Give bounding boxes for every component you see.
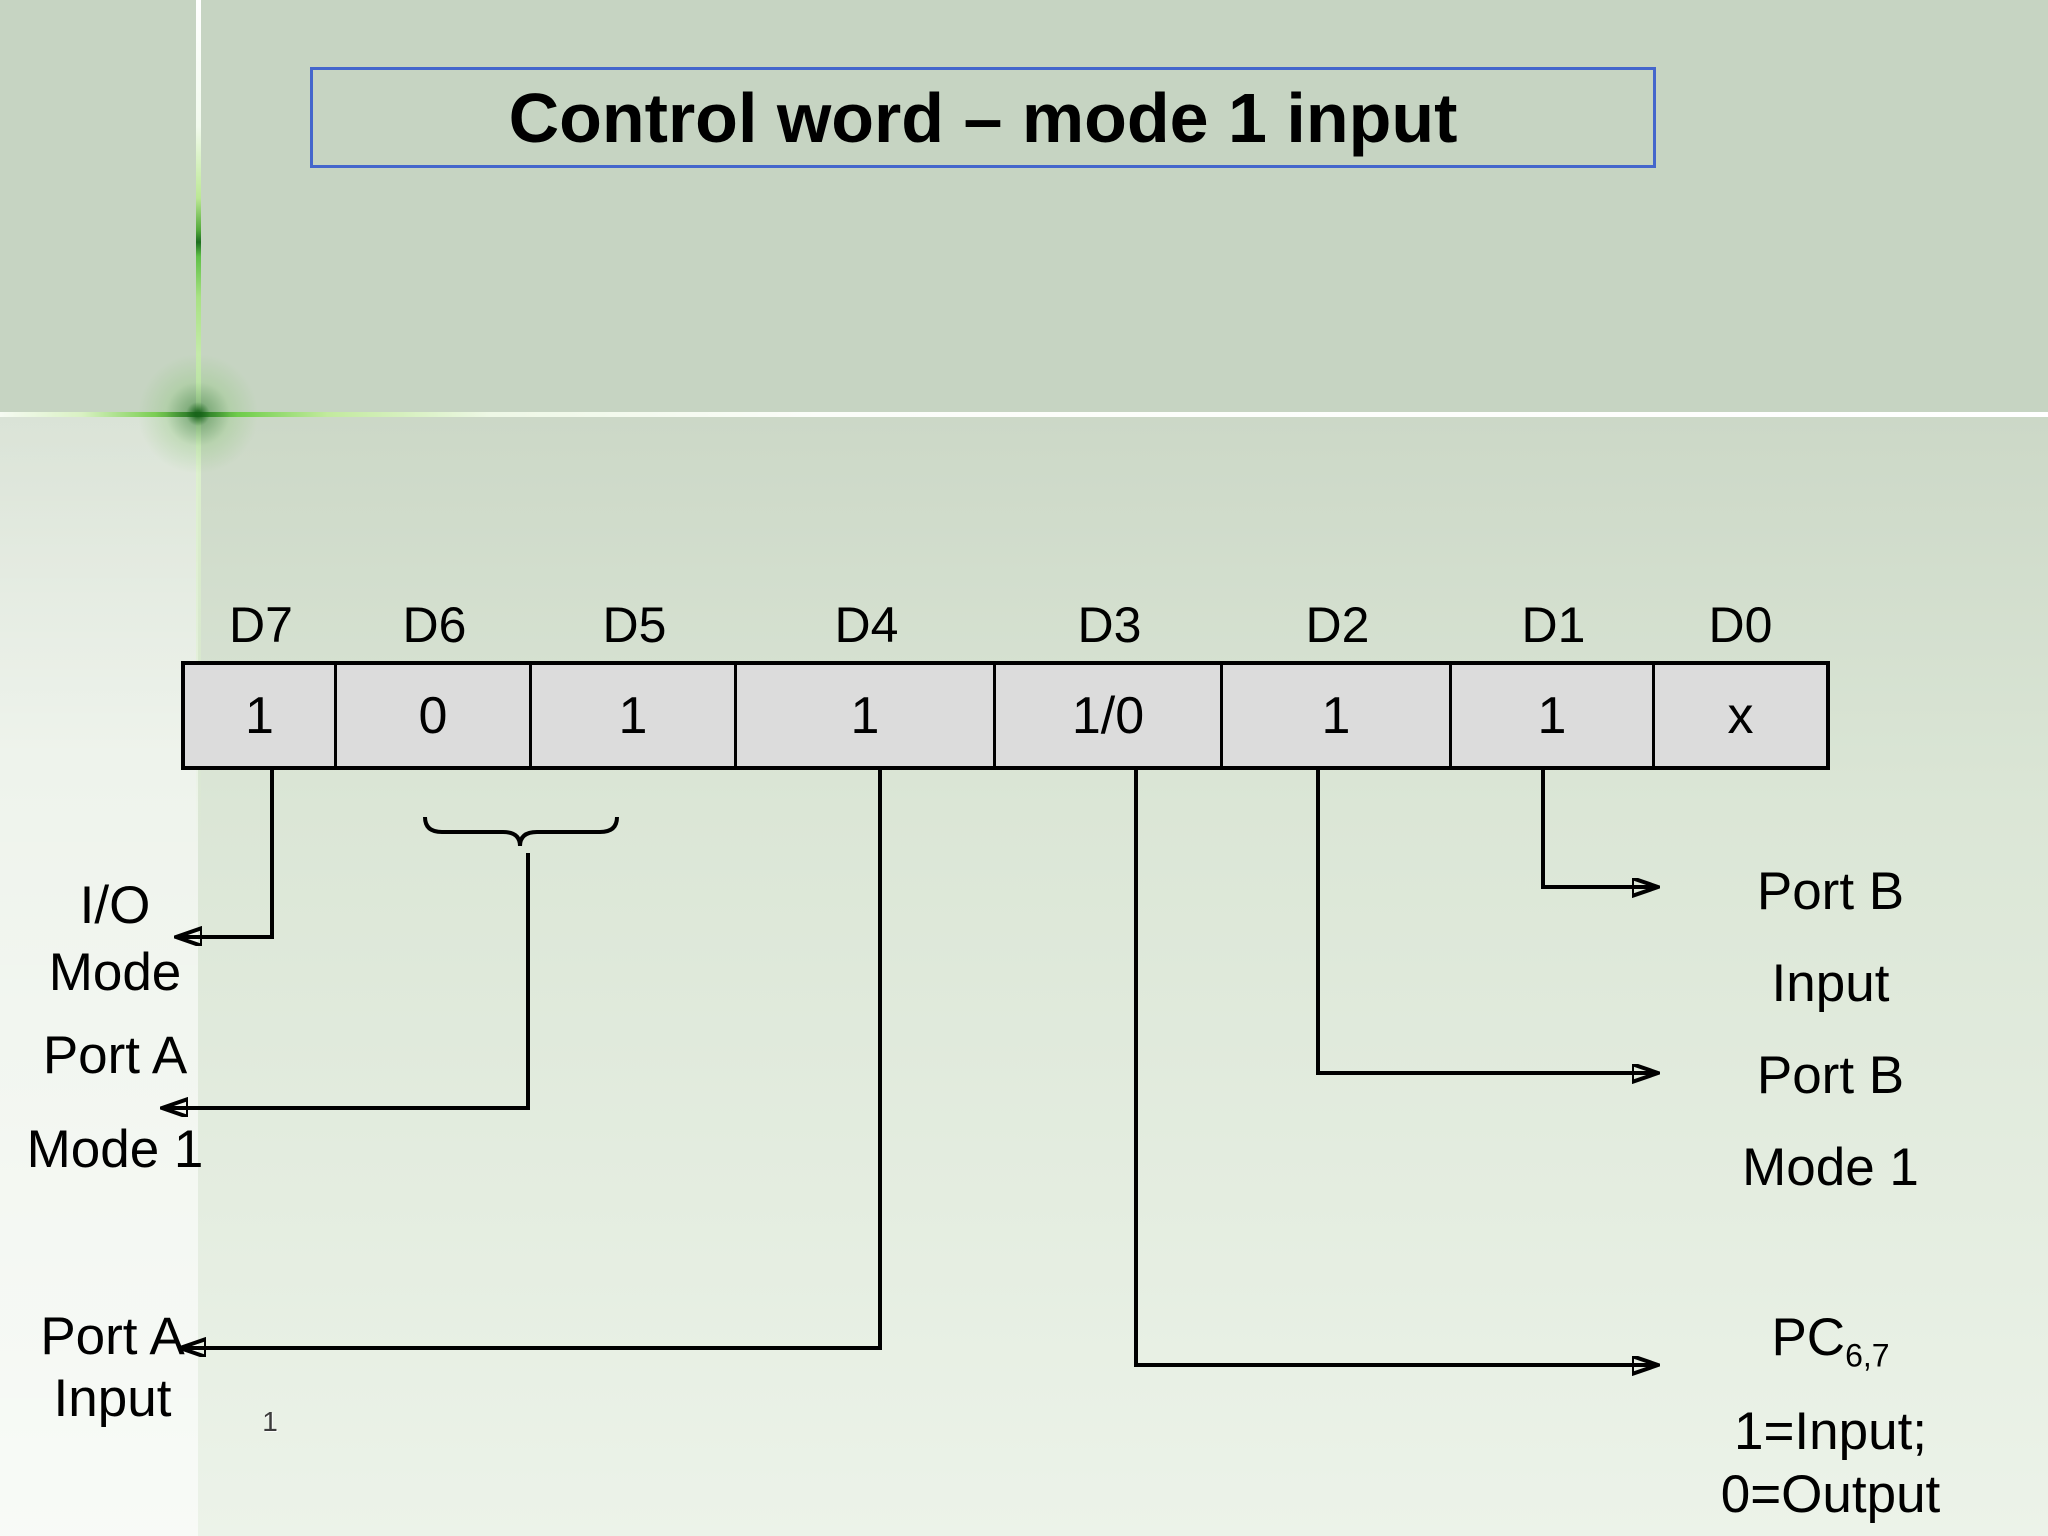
bit-cell-d0: x <box>1655 665 1826 766</box>
bit-label-d3: D3 <box>1077 597 1142 653</box>
slide-page-number: 1 <box>262 1406 278 1437</box>
decor-horizontal-axis-line <box>0 412 2048 417</box>
label-port-b-input-line1: Port B <box>1756 862 1905 921</box>
label-port-b-mode-line1: Port B <box>1756 1046 1905 1105</box>
label-port-b-input: Port B Input <box>1688 846 1973 1030</box>
connector-d2-port-b-mode <box>1316 770 1658 1073</box>
label-port-b-input-line2: Input <box>1771 954 1890 1013</box>
label-pc67-legend: 1=Input; 0=Output <box>1688 1400 1973 1526</box>
control-word-register: 1 0 1 1 1/0 1 1 x <box>181 661 1830 770</box>
label-port-a-input-line1: Port A <box>40 1307 185 1366</box>
label-io-mode-line1: I/O <box>79 876 151 935</box>
label-pc67-base: PC <box>1771 1308 1846 1367</box>
bit-cell-d6: 0 <box>337 665 532 766</box>
connector-d7-io-mode <box>176 770 274 937</box>
slide-title-box: Control word – mode 1 input <box>310 67 1656 168</box>
bit-label-d0: D0 <box>1708 597 1773 653</box>
label-port-a-input: Port A Input <box>15 1306 210 1430</box>
label-pc67-subscript: 6,7 <box>1845 1337 1890 1374</box>
bit-cell-d2: 1 <box>1223 665 1452 766</box>
connector-d65-port-a-mode <box>162 853 530 1108</box>
bit-cell-d1: 1 <box>1452 665 1655 766</box>
bit-cell-d7: 1 <box>185 665 337 766</box>
connector-d3-pc67 <box>1134 770 1658 1365</box>
bit-cell-d3: 1/0 <box>996 665 1223 766</box>
decor-axis-cross-glow <box>118 334 278 494</box>
bit-label-d6: D6 <box>402 597 467 653</box>
label-port-a-mode-line2: Mode 1 <box>26 1120 204 1179</box>
label-io-mode-line2: Mode <box>48 943 182 1002</box>
bit-cell-d5: 1 <box>532 665 737 766</box>
bit-label-d7: D7 <box>229 597 293 653</box>
connector-d4-port-a-input <box>180 770 882 1348</box>
bit-cell-d4: 1 <box>737 665 996 766</box>
background-left-strip <box>0 415 198 1536</box>
bit-label-d1: D1 <box>1521 597 1586 653</box>
label-pc67-legend-line1: 1=Input; <box>1733 1402 1928 1461</box>
bit-label-d2: D2 <box>1305 597 1370 653</box>
connector-d1-port-b-input <box>1541 770 1658 887</box>
bit-label-d5: D5 <box>602 597 667 653</box>
label-port-a-input-line2: Input <box>53 1369 172 1428</box>
label-pc67-legend-line2: 0=Output <box>1720 1465 1941 1524</box>
label-pc67: PC6,7 <box>1688 1308 1973 1372</box>
label-port-b-mode-line2: Mode 1 <box>1742 1138 1919 1197</box>
slide-title: Control word – mode 1 input <box>508 78 1458 157</box>
bit-label-d4: D4 <box>834 597 899 653</box>
label-io-mode: I/O Mode <box>20 872 210 1006</box>
label-port-b-mode: Port B Mode 1 <box>1688 1030 1973 1214</box>
brace-d6-d5-group <box>423 816 619 847</box>
label-port-a-mode-line1: Port A <box>42 1026 188 1085</box>
